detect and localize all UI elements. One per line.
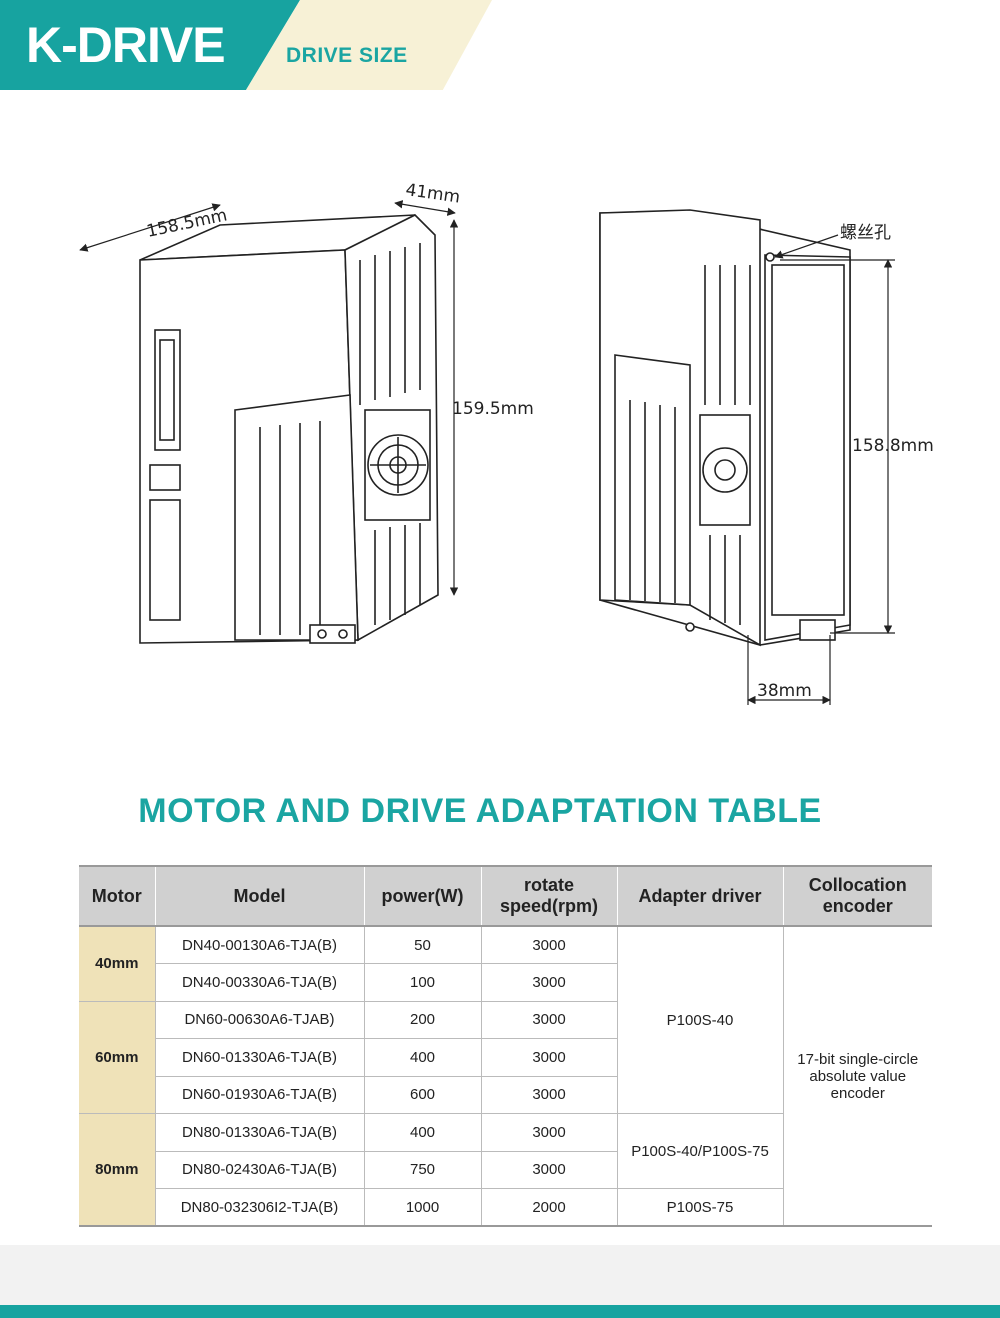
model-cell: DN60-01330A6-TJA(B) xyxy=(154,1038,365,1077)
table-row: DN60-01330A6-TJA(B) 400 3000 xyxy=(79,1038,932,1077)
speed-cell: 3000 xyxy=(480,1038,618,1077)
speed-cell: 3000 xyxy=(480,1113,618,1152)
speed-cell: 2000 xyxy=(480,1188,618,1227)
brand-banner xyxy=(0,0,300,90)
speed-cell: 3000 xyxy=(480,1150,618,1189)
table-row: 60mm DN60-00630A6-TJAB) 200 3000 xyxy=(79,1000,932,1114)
power-cell: 100 xyxy=(363,963,482,1002)
left-dimension-lines xyxy=(79,200,459,596)
drive-dimension-drawing: 158.5mm 41mm 159.5mm xyxy=(79,180,934,705)
page-header: K-DRIVE DRIVE SIZE xyxy=(0,0,1000,90)
table-row: 80mm DN80-01330A6-TJA(B) 400 3000 P100S-… xyxy=(79,1113,932,1227)
power-cell: 400 xyxy=(363,1038,482,1077)
speed-cell: 3000 xyxy=(480,925,618,964)
driver-cell: P100S-40/P100S-75 xyxy=(616,1113,784,1189)
right-height-dimension: 158.8mm xyxy=(852,436,934,456)
footer-accent-bar xyxy=(0,1305,1000,1318)
left-height-dimension: 159.5mm xyxy=(452,399,534,419)
header-speed: rotate speed(rpm) xyxy=(480,865,617,927)
table-title: MOTOR AND DRIVE ADAPTATION TABLE xyxy=(138,792,822,830)
table-header-row: Motor Model power(W) rotate speed(rpm) A… xyxy=(79,865,932,927)
encoder-line2: absolute value xyxy=(809,1067,907,1085)
drive-right-view xyxy=(599,209,851,647)
header-motor: Motor xyxy=(79,865,155,927)
speed-cell: 3000 xyxy=(480,963,618,1002)
header-speed-line1: rotate xyxy=(523,875,574,895)
header-encoder-line2: encoder xyxy=(822,896,893,916)
header-power: power(W) xyxy=(363,865,481,927)
encoder-line3: encoder xyxy=(830,1084,885,1102)
table-row: DN80-032306I2-TJA(B) 1000 2000 P100S-75 xyxy=(79,1188,932,1227)
driver-cell: P100S-40 xyxy=(616,925,784,1114)
brand-logo-text: K-DRIVE xyxy=(26,17,226,73)
right-width-dimension: 38mm xyxy=(757,681,812,701)
right-dimension-lines xyxy=(747,234,895,705)
power-cell: 600 xyxy=(363,1075,482,1114)
model-cell: DN60-01930A6-TJA(B) xyxy=(154,1075,365,1114)
motor-size-cell: 40mm xyxy=(79,925,156,1002)
encoder-cell: 17-bit single-circle absolute value enco… xyxy=(782,925,932,1227)
header-encoder: Collocation encoder xyxy=(782,865,932,927)
model-cell: DN80-02430A6-TJA(B) xyxy=(154,1150,365,1189)
header-encoder-line1: Collocation xyxy=(808,875,907,895)
header-speed-line2: speed(rpm) xyxy=(499,896,598,916)
power-cell: 750 xyxy=(363,1150,482,1189)
model-cell: DN40-00330A6-TJA(B) xyxy=(154,963,365,1002)
model-cell: DN80-032306I2-TJA(B) xyxy=(154,1188,365,1227)
table-row: DN40-00330A6-TJA(B) 100 3000 xyxy=(79,963,932,1002)
left-width-dimension: 41mm xyxy=(404,180,461,207)
screw-hole-label: 螺丝孔 xyxy=(840,223,891,243)
table-row: 40mm DN40-00130A6-TJA(B) 50 3000 P100S-4… xyxy=(79,925,932,1227)
speed-cell: 3000 xyxy=(480,1000,618,1039)
header-model: Model xyxy=(154,865,364,927)
table-row: DN60-01930A6-TJA(B) 600 3000 xyxy=(79,1075,932,1114)
model-cell: DN40-00130A6-TJA(B) xyxy=(154,925,365,964)
encoder-line1: 17-bit single-circle xyxy=(797,1050,919,1068)
motor-size-cell: 80mm xyxy=(79,1113,156,1227)
model-cell: DN80-01330A6-TJA(B) xyxy=(154,1113,365,1152)
power-cell: 1000 xyxy=(363,1188,482,1227)
footer-band xyxy=(0,1245,1000,1305)
model-cell: DN60-00630A6-TJAB) xyxy=(154,1000,365,1039)
power-cell: 400 xyxy=(363,1113,482,1152)
section-label: DRIVE SIZE xyxy=(286,44,408,67)
drive-left-view xyxy=(139,214,439,644)
driver-cell: P100S-75 xyxy=(616,1188,784,1227)
adaptation-table: Motor Model power(W) rotate speed(rpm) A… xyxy=(79,865,932,1227)
power-cell: 200 xyxy=(363,1000,482,1039)
header-driver: Adapter driver xyxy=(616,865,783,927)
motor-size-cell: 60mm xyxy=(79,1000,156,1114)
speed-cell: 3000 xyxy=(480,1075,618,1114)
power-cell: 50 xyxy=(363,925,482,964)
